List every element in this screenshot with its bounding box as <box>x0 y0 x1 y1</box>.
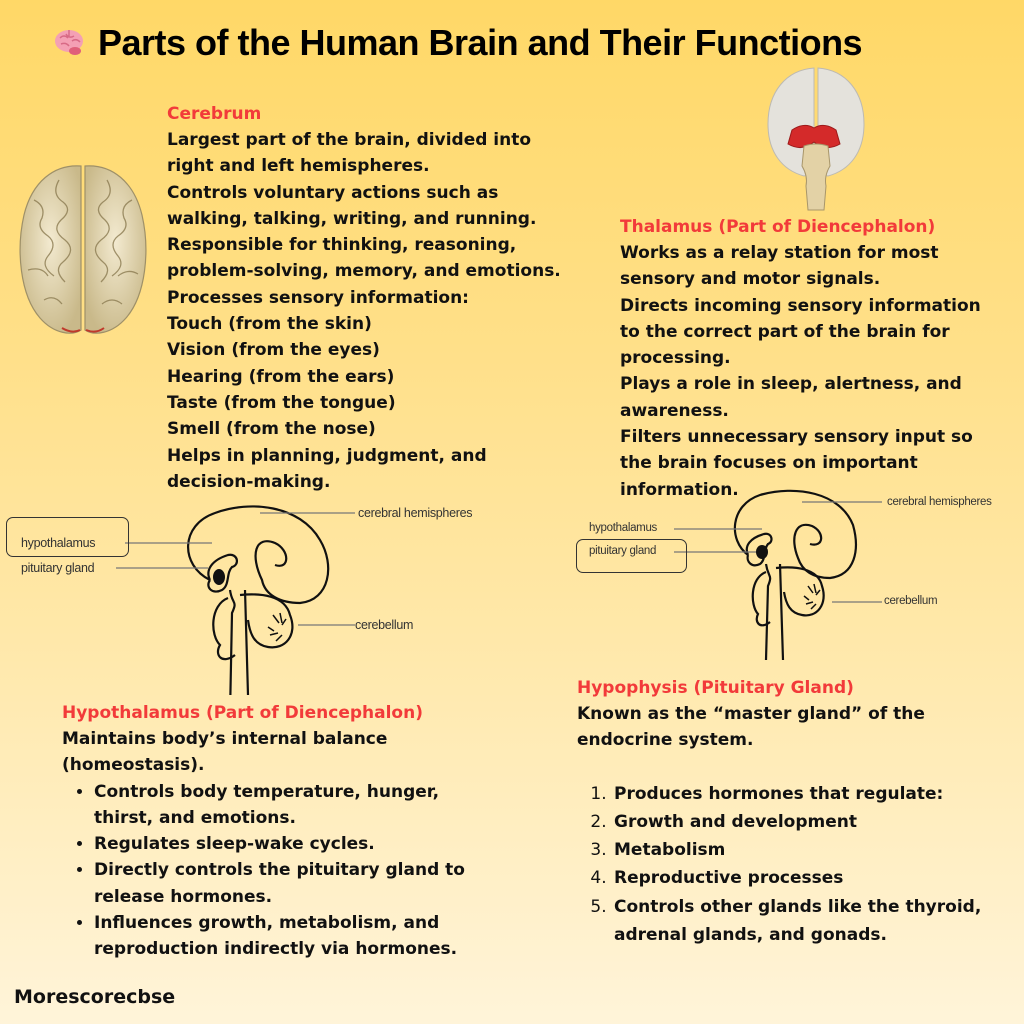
list-item: Metabolism <box>612 836 997 864</box>
pituitary-heading: Hypophysis (Pituitary Gland) <box>577 678 854 698</box>
thalamus-line: information. <box>620 479 739 500</box>
cerebrum-line: Smell (from the nose) <box>167 419 376 440</box>
list-item: Reproductive processes <box>612 864 997 892</box>
label-cerebellum: cerebellum <box>355 618 414 632</box>
thalamus-line: Plays a role in sleep, alertness, and <box>620 374 962 395</box>
hypothalamus-intro: Maintains body’s internal balance <box>62 729 388 749</box>
thalamus-line: Works as a relay station for most <box>620 243 939 263</box>
cerebrum-line: right and left hemispheres. <box>167 156 430 177</box>
diagram-left: cerebral hemispheres hypothalamus pituit… <box>0 495 520 695</box>
list-item: Regulates sleep-wake cycles. <box>94 831 482 857</box>
cerebrum-line: Taste (from the tongue) <box>167 392 396 413</box>
diagram-right: cerebral hemispheres hypothalamus pituit… <box>570 480 1024 680</box>
cerebrum-line: decision-making. <box>167 471 331 492</box>
thalamus-line: to the correct part of the brain for <box>620 321 950 342</box>
brain-emoji-icon <box>55 30 83 55</box>
label-pituitary-gland: pituitary gland <box>21 561 95 575</box>
list-item: Directly controls the pituitary gland to… <box>94 857 482 910</box>
cerebrum-line: walking, talking, writing, and running. <box>167 208 537 229</box>
label-pituitary-gland: pituitary gland <box>589 545 657 557</box>
thalamus-section: Thalamus (Part of Diencephalon) Works as… <box>620 214 990 503</box>
cerebrum-line: Largest part of the brain, divided into <box>167 130 532 150</box>
label-hypothalamus: hypothalamus <box>589 522 657 534</box>
thalamus-heading: Thalamus (Part of Diencephalon) <box>620 217 936 237</box>
thalamus-line: Filters unnecessary sensory input so <box>620 427 973 448</box>
hypothalamus-heading: Hypothalamus (Part of Diencephalon) <box>62 703 423 723</box>
pituitary-intro: Known as the “master gland” of the <box>577 704 925 724</box>
hypothalamus-bullet-list: Controls body temperature, hunger, thirs… <box>62 779 482 963</box>
pituitary-section: Hypophysis (Pituitary Gland) Known as th… <box>577 675 997 949</box>
title-text: Parts of the Human Brain and Their Funct… <box>98 22 863 63</box>
sagittal-brain-drawing <box>674 489 882 661</box>
thalamus-line: sensory and motor signals. <box>620 269 881 290</box>
cerebrum-section: Cerebrum Largest part of the brain, divi… <box>167 101 567 495</box>
cerebrum-line: problem-solving, memory, and emotions. <box>167 261 561 282</box>
cerebrum-line: Helps in planning, judgment, and <box>167 445 487 466</box>
cerebrum-line: Responsible for thinking, reasoning, <box>167 235 517 256</box>
cerebrum-line: Touch (from the skin) <box>167 314 372 335</box>
thalamus-line: Directs incoming sensory information <box>620 295 981 316</box>
label-hypothalamus: hypothalamus <box>21 536 96 550</box>
list-item: Produces hormones that regulate: <box>612 780 997 808</box>
thalamus-line: processing. <box>620 348 731 369</box>
brand-watermark: Morescorecbse <box>14 986 176 1008</box>
cerebrum-line: Hearing (from the ears) <box>167 366 395 387</box>
hypothalamus-highlight-box <box>6 517 129 557</box>
thalamus-front-view-image <box>767 67 865 211</box>
cerebrum-top-view-image <box>19 165 147 334</box>
thalamus-line: awareness. <box>620 400 729 421</box>
page-title: Parts of the Human Brain and Their Funct… <box>52 22 863 64</box>
pituitary-numbered-list: Produces hormones that regulate: Growth … <box>577 780 997 950</box>
cerebrum-line: Processes sensory information: <box>167 287 469 308</box>
hypothalamus-intro: (homeostasis). <box>62 755 205 776</box>
label-cerebral-hemispheres: cerebral hemispheres <box>887 496 992 508</box>
sagittal-brain-drawing <box>116 505 355 695</box>
list-item: Influences growth, metabolism, and repro… <box>94 910 482 963</box>
cerebrum-heading: Cerebrum <box>167 104 262 124</box>
list-item: Growth and development <box>612 808 997 836</box>
hypothalamus-section: Hypothalamus (Part of Diencephalon) Main… <box>62 700 482 963</box>
list-item: Controls other glands like the thyroid, … <box>612 893 997 950</box>
cerebrum-line: Controls voluntary actions such as <box>167 182 499 203</box>
label-cerebellum: cerebellum <box>884 595 938 607</box>
pituitary-highlight-box <box>576 539 687 573</box>
thalamus-line: the brain focuses on important <box>620 453 918 474</box>
pituitary-intro: endocrine system. <box>577 730 754 751</box>
cerebrum-line: Vision (from the eyes) <box>167 340 380 361</box>
label-cerebral-hemispheres: cerebral hemispheres <box>358 506 473 520</box>
list-item: Controls body temperature, hunger, thirs… <box>94 779 482 832</box>
